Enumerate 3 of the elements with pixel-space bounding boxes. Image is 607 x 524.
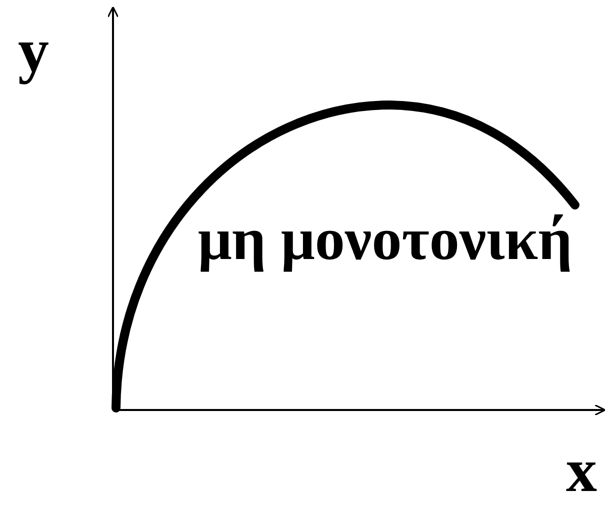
axis-label: x bbox=[566, 440, 597, 502]
axis-label: y bbox=[18, 20, 49, 82]
curve-label: μη μονοτονική bbox=[196, 205, 574, 274]
